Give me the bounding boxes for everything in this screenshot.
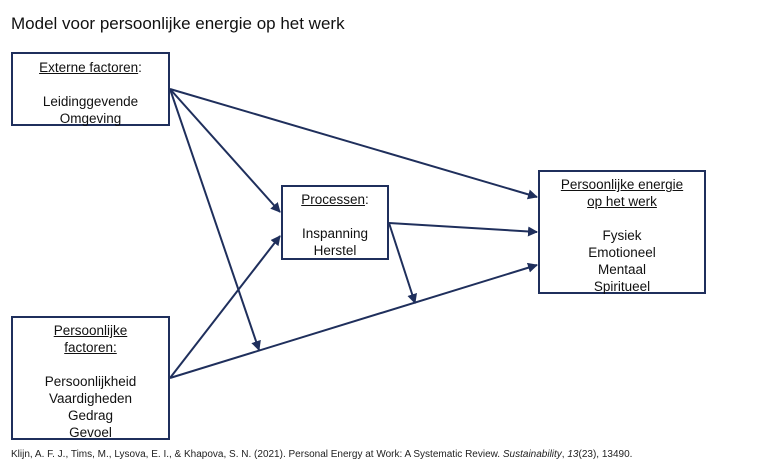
processen-heading-colon: : — [365, 192, 369, 207]
arrow-processen-to-moderation — [388, 222, 417, 304]
arrow-externe-to-energie — [169, 88, 538, 200]
page-title: Model voor persoonlijke energie op het w… — [11, 14, 345, 33]
externe-heading: Externe factoren — [39, 60, 139, 75]
processen-heading: Processen — [301, 192, 366, 207]
externe-item: Omgeving — [59, 111, 122, 126]
externe-item: Leidinggevende — [42, 94, 139, 109]
externe-items: Leidinggevende Omgeving — [13, 93, 168, 127]
box-processen: Processen: Inspanning Herstel — [281, 185, 389, 260]
persoonlijk-items: Persoonlijkheid Vaardigheden Gedrag Gevo… — [13, 373, 168, 441]
citation-sep: , — [561, 449, 568, 460]
persoonlijk-item: Vaardigheden — [48, 391, 133, 406]
energie-item: Emotioneel — [588, 245, 656, 260]
citation-authors: Klijn, A. F. J., Tims, M., Lysova, E. I.… — [11, 449, 503, 460]
persoonlijk-item: Gevoel — [69, 425, 112, 440]
energie-heading-line2: op het werk — [587, 194, 657, 209]
persoonlijk-heading-line2: factoren: — [64, 340, 117, 355]
citation-volume: 13 — [567, 449, 579, 460]
energie-item: Fysiek — [602, 228, 642, 243]
box-externe-factoren: Externe factoren: Leidinggevende Omgevin… — [11, 52, 170, 126]
citation-journal: Sustainability — [502, 449, 562, 460]
arrow-processen-to-energie — [388, 222, 538, 237]
box-persoonlijke-factoren: Persoonlijke factoren: Persoonlijkheid V… — [11, 316, 170, 440]
arrow-externe-to-moderation — [169, 88, 261, 351]
citation: Klijn, A. F. J., Tims, M., Lysova, E. I.… — [11, 449, 632, 460]
persoonlijk-item: Persoonlijkheid — [44, 374, 137, 389]
arrow-externe-to-processen — [169, 88, 281, 213]
energie-item: Spiritueel — [593, 279, 651, 294]
energie-items: Fysiek Emotioneel Mentaal Spiritueel — [540, 227, 704, 295]
arrow-persoonlijk-to-processen — [169, 235, 281, 379]
persoonlijk-heading-line1: Persoonlijke — [53, 323, 128, 338]
persoonlijk-item: Gedrag — [67, 408, 114, 423]
processen-items: Inspanning Herstel — [283, 225, 387, 259]
processen-item: Inspanning — [301, 226, 369, 241]
citation-issue-pages: (23), 13490. — [578, 449, 633, 460]
externe-heading-colon: : — [138, 60, 142, 75]
box-persoonlijke-energie: Persoonlijke energie op het werk Fysiek … — [538, 170, 706, 294]
energie-heading-line1: Persoonlijke energie — [560, 177, 684, 192]
energie-item: Mentaal — [597, 262, 647, 277]
arrow-persoonlijk-to-energie — [169, 262, 538, 379]
processen-item: Herstel — [313, 243, 357, 258]
